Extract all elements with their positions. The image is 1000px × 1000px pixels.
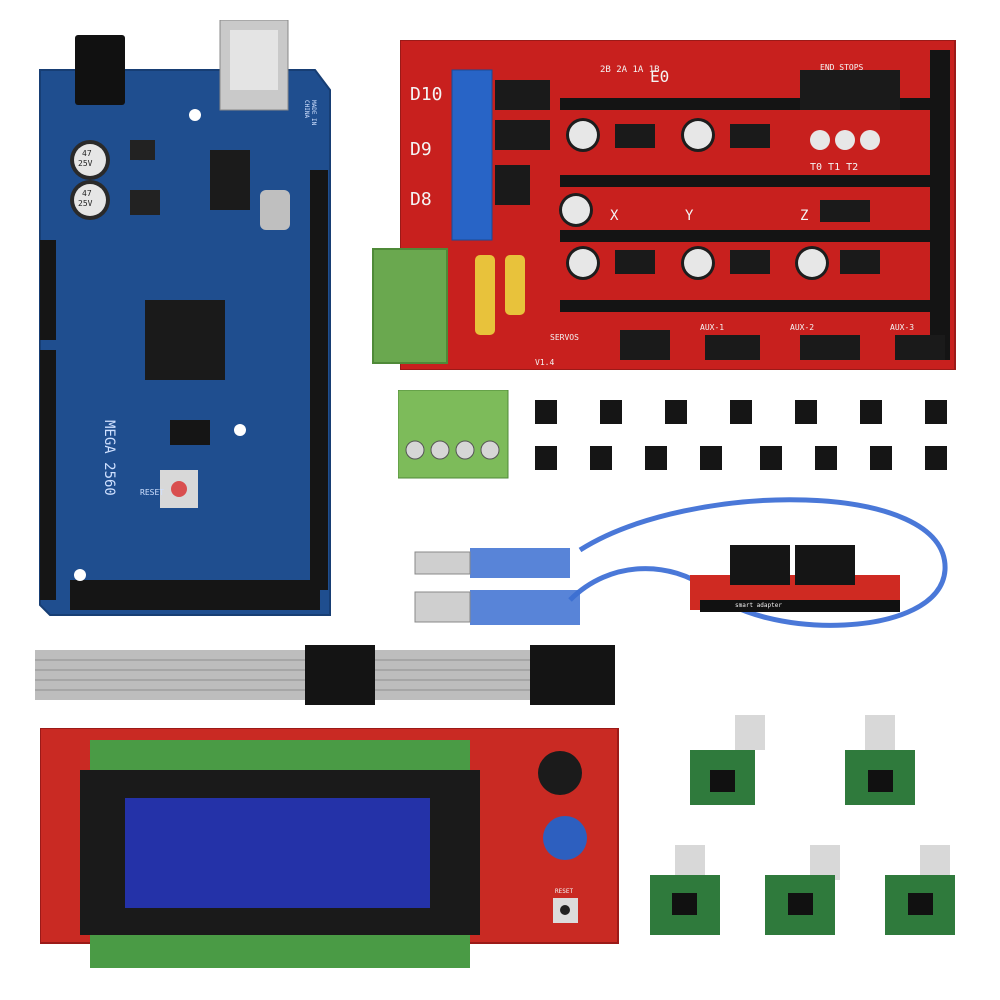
- digital-header-bottom: [70, 580, 320, 610]
- dc-power-jack: [75, 35, 125, 105]
- lcd-reset-label: RESET: [555, 888, 573, 895]
- cap-voltage-text: 25V: [78, 159, 93, 168]
- icsp-header: [170, 420, 210, 445]
- aux1-label: AUX-1: [700, 323, 724, 332]
- lcd-controller: RESET: [40, 728, 619, 968]
- usb-cable: [414, 497, 948, 628]
- cap-voltage-text-2: 25V: [78, 199, 93, 208]
- ramps-board: D10 D9 D8 E0 X Y Z 2B 2A 1A 1B END STOPS…: [400, 40, 956, 370]
- mega-name-label: MEGA 2560: [101, 420, 117, 496]
- pin-header-label: 2B 2A 1A 1B: [600, 65, 660, 75]
- made-in-country-label: CHINA: [303, 100, 310, 118]
- cap-value-text: 47: [82, 149, 92, 158]
- thermistor-label: T0 T1 T2: [810, 162, 858, 173]
- loose-screw-terminal: [398, 390, 509, 479]
- aux2-label: AUX-2: [790, 323, 814, 332]
- buzzer: [538, 751, 582, 795]
- aux3-label: AUX-3: [890, 323, 914, 332]
- green-screw-terminal-attached: [372, 248, 448, 364]
- driver-label-e0: E0: [650, 67, 669, 86]
- driver-label-x: X: [610, 208, 619, 224]
- mosfet-label-d9: D9: [410, 139, 432, 160]
- servos-label: SERVOS: [550, 333, 579, 342]
- mosfet-label-d8: D8: [410, 189, 432, 210]
- end-stops-label: END STOPS: [820, 63, 864, 72]
- stepper-drivers-group: [650, 715, 955, 935]
- ribbon-cable: [35, 645, 615, 705]
- analog-header: [40, 350, 56, 600]
- power-terminal-block: [451, 69, 493, 241]
- lcd-screen: [125, 798, 430, 908]
- driver-label-z: Z: [800, 208, 808, 224]
- ramps-version-label: V1.4: [535, 358, 554, 367]
- power-header: [40, 240, 56, 340]
- reset-label: RESET: [140, 488, 164, 497]
- smart-adapter: smart adapter: [690, 545, 900, 612]
- adapter-label: smart adapter: [735, 602, 782, 609]
- digital-header-right: [310, 170, 328, 590]
- capacitors: [559, 118, 829, 280]
- atmega2560-chip: [145, 300, 225, 380]
- jumper-caps-group: [530, 398, 960, 478]
- cap-value-text-2: 47: [82, 189, 92, 198]
- mega-2560-board: 47 25V 47 25V RESET MEGA 2560 MADE IN CH…: [39, 20, 331, 616]
- driver-label-y: Y: [685, 208, 694, 224]
- made-in-label: MADE IN: [310, 100, 317, 126]
- mosfet-label-d10: D10: [410, 84, 443, 105]
- contrast-knob: [543, 816, 587, 860]
